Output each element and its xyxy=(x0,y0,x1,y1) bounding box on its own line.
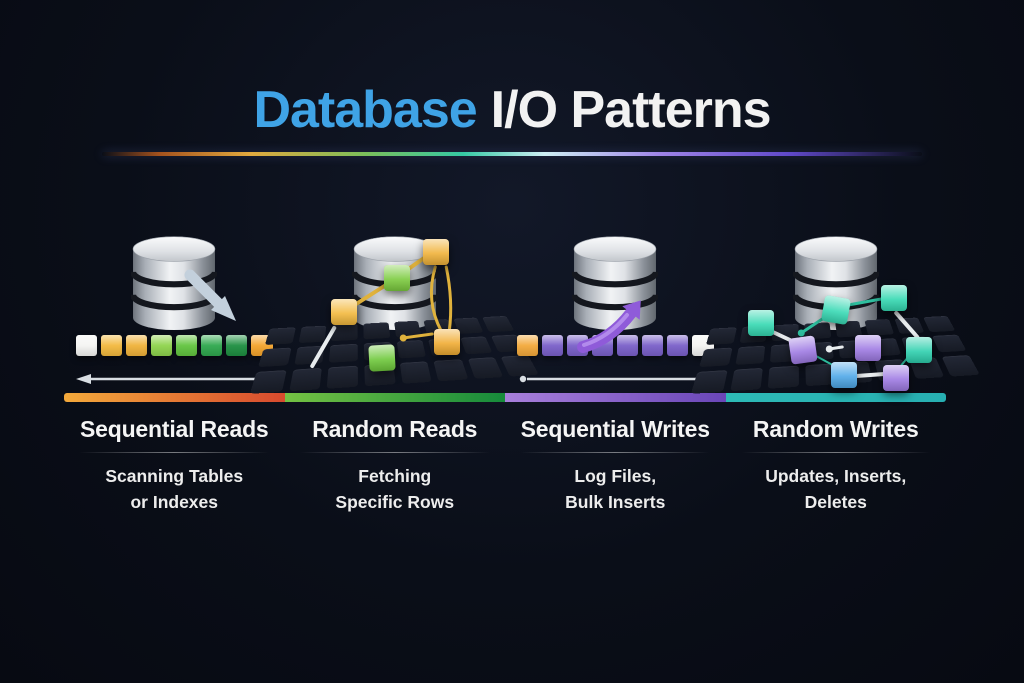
pattern-description-line: Bulk Inserts xyxy=(565,492,666,512)
data-block xyxy=(905,337,932,363)
patterns-row: Sequential Reads Scanning Tables or Index… xyxy=(64,225,980,515)
data-block xyxy=(830,362,857,388)
direction-arrow xyxy=(519,374,713,384)
data-block xyxy=(517,335,539,356)
category-color-bar xyxy=(64,393,285,402)
write-flow-arrow-icon xyxy=(577,300,641,353)
data-block xyxy=(747,310,774,336)
title-divider-flare xyxy=(102,152,922,157)
data-block xyxy=(367,344,396,372)
pattern-illustration xyxy=(505,225,726,393)
access-path-lines xyxy=(761,295,919,378)
data-block xyxy=(787,335,818,365)
pattern-title: Random Writes xyxy=(752,416,919,442)
data-block xyxy=(882,365,909,391)
heading-divider xyxy=(520,452,711,453)
category-color-bar xyxy=(505,393,726,402)
pattern-description: Scanning Tables or Indexes xyxy=(64,463,285,515)
data-block xyxy=(854,335,881,361)
pattern-description-line: Specific Rows xyxy=(335,492,455,512)
data-block xyxy=(422,239,449,265)
pattern-title: Sequential Reads xyxy=(79,416,269,442)
pattern-illustration xyxy=(690,225,980,394)
pattern-description-line: or Indexes xyxy=(130,492,219,512)
pattern-description-line: Scanning Tables xyxy=(105,466,244,486)
heading-divider xyxy=(79,452,270,453)
pattern-description-line: Log Files, xyxy=(574,466,657,486)
grid-cell xyxy=(249,370,286,394)
pattern-illustration xyxy=(64,225,285,393)
data-block xyxy=(76,335,98,356)
pattern-description: Updates, Inserts, Deletes xyxy=(726,463,947,515)
data-block xyxy=(151,335,173,356)
data-blocks-row xyxy=(76,335,273,356)
pattern-description-line: Fetching xyxy=(358,466,432,486)
heading-divider xyxy=(299,452,490,453)
pattern-description-line: Deletes xyxy=(804,492,867,512)
pattern-title: Sequential Writes xyxy=(520,416,710,442)
pattern-column-sequential-writes: Sequential Writes Log Files, Bulk Inserts xyxy=(505,225,726,515)
data-block xyxy=(667,335,689,356)
data-block xyxy=(101,335,123,356)
category-color-bar xyxy=(725,393,946,402)
pattern-description: Log Files, Bulk Inserts xyxy=(505,463,726,515)
data-block xyxy=(542,335,564,356)
pattern-column-sequential-reads: Sequential Reads Scanning Tables or Index… xyxy=(64,225,285,515)
data-block xyxy=(642,335,664,356)
database-icon xyxy=(131,236,217,331)
direction-arrow xyxy=(76,374,272,384)
title-rest-text: I/O Patterns xyxy=(490,81,772,139)
read-flow-arrow-icon xyxy=(184,269,236,321)
pattern-title: Random Reads xyxy=(312,416,478,442)
data-block xyxy=(201,335,223,356)
grid-cell xyxy=(941,355,980,377)
database-icon xyxy=(572,236,658,331)
title-highlight-text: Database xyxy=(253,81,477,139)
data-block xyxy=(330,299,357,325)
pattern-illustration xyxy=(249,225,539,394)
data-block xyxy=(820,294,851,326)
data-block xyxy=(880,285,907,311)
data-block xyxy=(617,335,639,356)
heading-divider xyxy=(740,452,931,453)
grid-cell xyxy=(690,370,727,394)
data-block xyxy=(226,335,248,356)
data-block xyxy=(433,329,460,355)
data-block xyxy=(383,265,410,291)
data-block xyxy=(176,335,198,356)
pattern-column-random-writes: Random Writes Updates, Inserts, Deletes xyxy=(690,225,980,515)
data-block xyxy=(126,335,148,356)
category-color-bar xyxy=(284,393,505,402)
pattern-description-line: Updates, Inserts, xyxy=(765,466,907,486)
